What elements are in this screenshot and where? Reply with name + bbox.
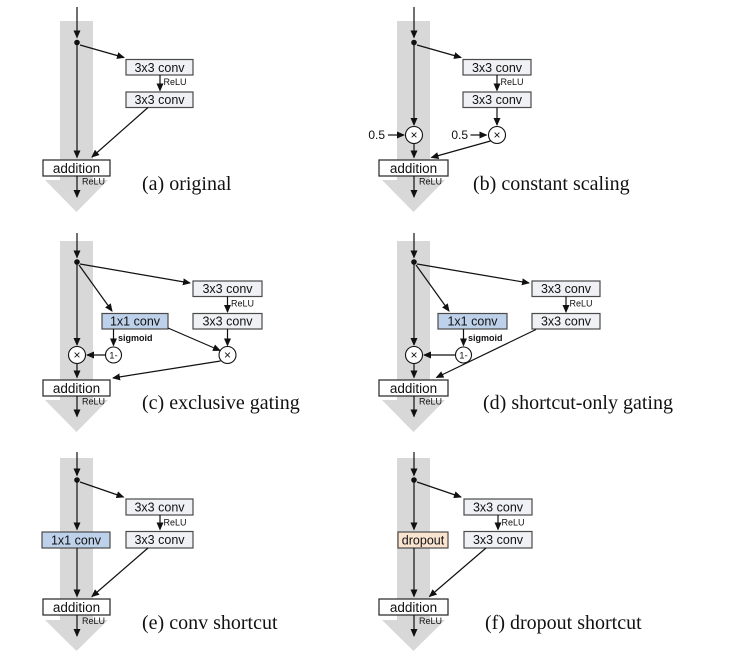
relu-out-label: ReLU — [82, 397, 105, 407]
conv2-label: 3x3 conv — [202, 315, 253, 329]
gate-conv-box — [437, 312, 508, 330]
multiply-icon: × — [73, 348, 80, 362]
conv2-box — [125, 91, 194, 109]
branch-arrow — [415, 264, 450, 312]
conv2-label: 3x3 conv — [134, 93, 185, 107]
panel-caption: (c) exclusive gating — [142, 392, 300, 414]
panel-caption: (d) shortcut-only gating — [483, 392, 673, 414]
panel-f: 3x3 conv ReLU 3x3 conv dropout addition … — [378, 452, 642, 651]
panel-caption: (e) conv shortcut — [142, 612, 278, 634]
conv1-label: 3x3 conv — [472, 61, 523, 75]
conv2-box — [463, 530, 533, 549]
panel-caption: (f) dropout shortcut — [485, 612, 642, 634]
multiply-icon: × — [224, 348, 231, 362]
gate-conv-box — [101, 312, 169, 330]
relu-mid-label: ReLU — [501, 77, 524, 87]
dropout-label: dropout — [402, 533, 445, 547]
one-minus-node — [104, 346, 123, 364]
residual-to-addition-arrow — [430, 140, 491, 159]
panel-d: 3x3 conv ReLU 3x3 conv 1x1 conv sigmoid … — [378, 233, 673, 432]
conv1-label: 3x3 conv — [134, 61, 185, 75]
conv2-label: 3x3 conv — [472, 93, 523, 107]
branch-arrow — [416, 481, 462, 499]
panel-c: 3x3 conv ReLU 3x3 conv 1x1 conv sigmoid … — [42, 233, 300, 432]
addition-label: addition — [53, 600, 100, 615]
residual-to-addition-arrow — [91, 107, 149, 158]
one-minus-node — [454, 346, 473, 364]
addition-label: addition — [53, 161, 100, 176]
gate-conv-label: 1x1 conv — [447, 315, 498, 329]
one-minus-label: 1- — [109, 351, 117, 362]
conv2-box — [531, 312, 601, 330]
branch-arrow — [416, 263, 530, 286]
multiply-node — [218, 345, 237, 365]
conv2-label: 3x3 conv — [473, 533, 524, 547]
conv1-label: 3x3 conv — [473, 500, 524, 514]
panel-a: 3x3 conv ReLU 3x3 conv addition ReLU (a)… — [42, 7, 232, 212]
conv2-label: 3x3 conv — [541, 315, 592, 329]
relu-out-label: ReLU — [82, 177, 105, 187]
addition-label: addition — [390, 381, 437, 396]
residual-to-addition-arrow — [435, 328, 537, 379]
branch-arrow — [79, 481, 125, 499]
relu-out-label: ReLU — [419, 177, 442, 187]
multiply-icon: × — [410, 128, 417, 142]
relu-out-label: ReLU — [419, 397, 442, 407]
relu-mid-label: ReLU — [164, 77, 187, 87]
branch-arrow — [79, 263, 191, 286]
conv1-label: 3x3 conv — [541, 282, 592, 296]
branch-arrow — [78, 264, 113, 312]
relu-out-label: ReLU — [419, 616, 442, 626]
panel-caption: (b) constant scaling — [473, 173, 630, 195]
multiply-node — [487, 125, 507, 145]
relu-mid-label: ReLU — [570, 299, 593, 309]
residual-to-addition-arrow — [112, 360, 221, 381]
gate-to-residual-arrow — [167, 327, 221, 352]
dropout-box — [397, 531, 449, 549]
residual-to-addition-arrow — [428, 547, 487, 598]
branch-arrow — [79, 44, 125, 59]
relu-out-label: ReLU — [82, 616, 105, 626]
branch-arrow — [416, 44, 462, 59]
addition-label: addition — [390, 600, 437, 615]
sigmoid-label: sigmoid — [118, 333, 153, 343]
conv2-label: 3x3 conv — [134, 533, 185, 547]
conv1-label: 3x3 conv — [202, 282, 253, 296]
panel-e: 3x3 conv ReLU 3x3 conv 1x1 conv addition… — [41, 452, 278, 651]
sigmoid-label: sigmoid — [468, 333, 503, 343]
panel-b: 3x3 conv ReLU 3x3 conv 0.5 × 0.5 × addit… — [368, 7, 630, 212]
conv2-box — [125, 530, 194, 549]
conv1-label: 3x3 conv — [134, 500, 185, 514]
shortcut-conv-box — [41, 531, 111, 549]
shortcut-scale-label: 0.5 — [368, 128, 385, 142]
residual-scale-label: 0.5 — [451, 128, 468, 142]
multiply-icon: × — [493, 128, 500, 142]
residual-to-addition-arrow — [91, 547, 149, 598]
addition-label: addition — [53, 381, 100, 396]
relu-mid-label: ReLU — [164, 518, 187, 528]
gate-conv-label: 1x1 conv — [110, 315, 161, 329]
relu-mid-label: ReLU — [231, 299, 254, 309]
multiply-icon: × — [410, 348, 417, 362]
shortcut-conv-label: 1x1 conv — [51, 533, 102, 547]
panel-caption: (a) original — [142, 173, 232, 195]
relu-mid-label: ReLU — [502, 518, 525, 528]
addition-label: addition — [390, 161, 437, 176]
one-minus-label: 1- — [459, 351, 467, 362]
